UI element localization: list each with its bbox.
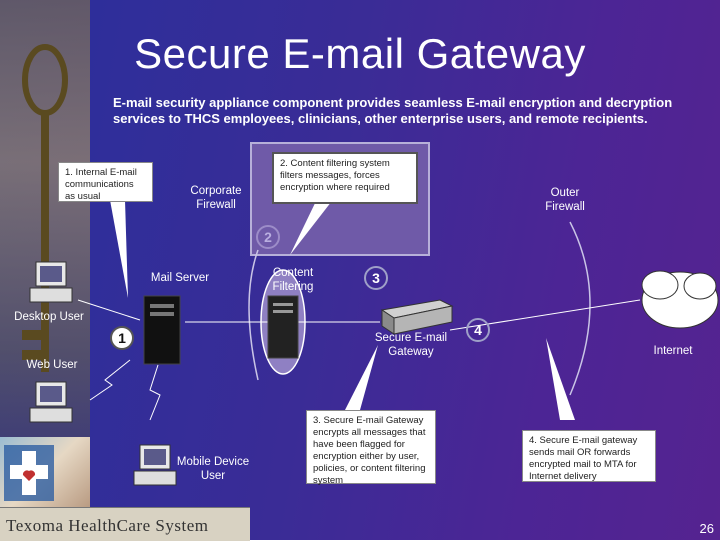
step-3-badge: 3 — [364, 266, 388, 290]
label-web-user: Web User — [16, 358, 88, 372]
footer-organization: Texoma HealthCare System — [0, 508, 250, 536]
step-4-badge: 4 — [466, 318, 490, 342]
link-mobile-user — [150, 365, 160, 420]
label-outer-firewall: Outer Firewall — [532, 186, 598, 214]
step-2-badge: 2 — [256, 225, 280, 249]
step-1-badge: 1 — [110, 326, 134, 350]
callout-filtering: 2. Content filtering system filters mess… — [272, 152, 418, 204]
callout-filtering-pointer — [290, 197, 335, 255]
label-corporate-firewall: Corporate Firewall — [178, 184, 254, 212]
label-secure-gateway: Secure E-mail Gateway — [368, 331, 454, 359]
mobile-user-computer-icon — [134, 445, 176, 485]
callout-outbound: 4. Secure E-mail gateway sends mail OR f… — [522, 430, 656, 482]
link-web-user — [90, 360, 130, 400]
callout-internal-pointer — [110, 200, 128, 298]
page-number: 26 — [700, 521, 714, 536]
healthcare-logo-icon — [0, 437, 58, 507]
footer-banner: Texoma HealthCare System — [0, 507, 250, 541]
corporate-firewall-arc — [249, 250, 258, 380]
gateway-appliance-icon — [382, 300, 452, 334]
callout-gateway: 3. Secure E-mail Gateway encrypts all me… — [306, 410, 436, 484]
web-user-computer-icon — [30, 382, 72, 422]
label-mail-server: Mail Server — [142, 271, 218, 285]
internet-cloud-icon — [642, 271, 718, 328]
desktop-computer-icon — [30, 262, 72, 302]
mail-server-icon — [144, 296, 180, 364]
label-mobile-user: Mobile Device User — [174, 455, 252, 483]
label-content-filtering: Content Filtering — [262, 266, 324, 294]
filtering-server-icon — [268, 296, 298, 358]
label-desktop-user: Desktop User — [4, 310, 94, 324]
callout-outbound-pointer — [546, 338, 575, 420]
label-internet: Internet — [644, 344, 702, 358]
callout-internal: 1. Internal E-mail communications as usu… — [58, 162, 153, 202]
